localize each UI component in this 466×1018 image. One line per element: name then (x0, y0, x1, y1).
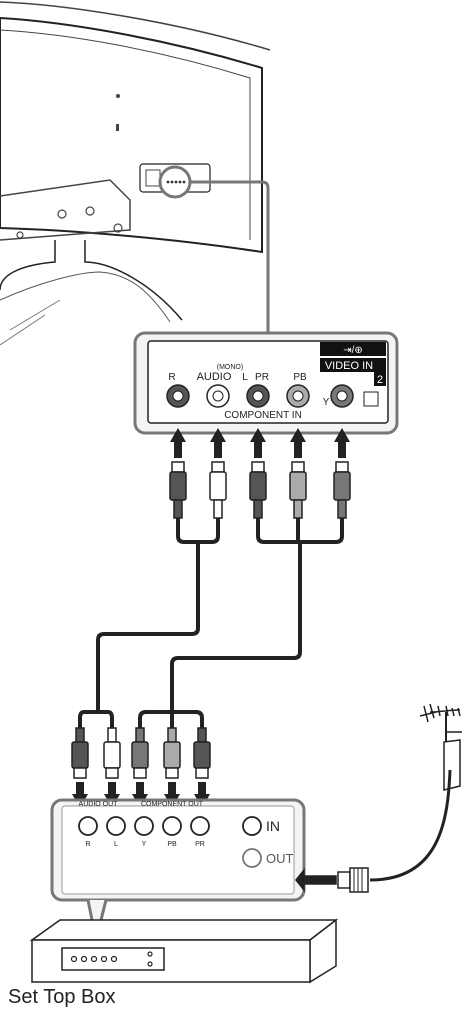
video-in-label: VIDEO IN (325, 360, 373, 372)
component-in-label: COMPONENT IN (224, 410, 302, 421)
tv-illustration (0, 1, 271, 346)
coax-plug (295, 867, 369, 893)
audio-out-label: AUDIO OUT (79, 801, 119, 808)
stb-jack-pr (190, 816, 210, 836)
stb-y-label: Y (142, 841, 147, 848)
plug-y-bottom (131, 727, 149, 779)
stb-side-plugs (71, 727, 211, 779)
tv-pr-label: PR (255, 372, 269, 383)
plug-audio-l-top (209, 461, 227, 519)
plug-y-top (333, 461, 351, 519)
tv-jack-audio-r (166, 384, 190, 408)
set-top-box (29, 918, 339, 984)
stb-jack-y (134, 816, 154, 836)
stb-jack-in (242, 816, 262, 836)
set-top-box-caption: Set Top Box (8, 986, 116, 1008)
tv-jack-audio-l (206, 384, 230, 408)
plug-pr-top (249, 461, 267, 519)
stb-l-label: L (114, 841, 118, 848)
plug-pb-bottom (163, 727, 181, 779)
input-symbol-label: ⇥/⊕ (343, 345, 363, 356)
plug-audio-l-bottom (103, 727, 121, 779)
stb-output-arrows (72, 782, 210, 808)
tv-l-label: L (242, 372, 248, 383)
tv-input-arrows (170, 428, 350, 458)
stb-pb-label: PB (167, 841, 177, 848)
stb-jack-l (106, 816, 126, 836)
tv-jack-pr (246, 384, 270, 408)
tv-r-label: R (168, 372, 175, 383)
out-label: OUT (266, 851, 294, 866)
mono-label: (MONO) (217, 364, 243, 371)
tv-callout (158, 165, 270, 333)
tv-input-panel: ⇥/⊕ VIDEO IN 2 (MONO) AUDIO R L PR PB Y … (133, 331, 399, 435)
in-label: IN (266, 818, 280, 834)
plug-pb-top (289, 461, 307, 519)
cables (78, 518, 344, 728)
tv-jack-pb (286, 384, 310, 408)
tv-jack-y (330, 384, 354, 408)
stb-jack-out (242, 848, 262, 868)
audio-label: AUDIO (197, 371, 232, 383)
stb-output-panel: AUDIO OUT COMPONENT OUT R L Y PB PR IN O… (50, 798, 306, 941)
tv-side-plugs (169, 461, 351, 519)
plug-audio-r-top (169, 461, 187, 519)
tv-y-label: Y (323, 397, 330, 408)
component-out-label: COMPONENT OUT (141, 801, 204, 808)
antenna-illustration (369, 703, 462, 882)
tv-pb-label: PB (293, 372, 307, 383)
stb-r-label: R (85, 841, 90, 848)
stb-jack-pb (162, 816, 182, 836)
video-in-number: 2 (377, 374, 383, 386)
stb-jack-r (78, 816, 98, 836)
plug-audio-r-bottom (71, 727, 89, 779)
plug-pr-bottom (193, 727, 211, 779)
stb-pr-label: PR (195, 841, 205, 848)
